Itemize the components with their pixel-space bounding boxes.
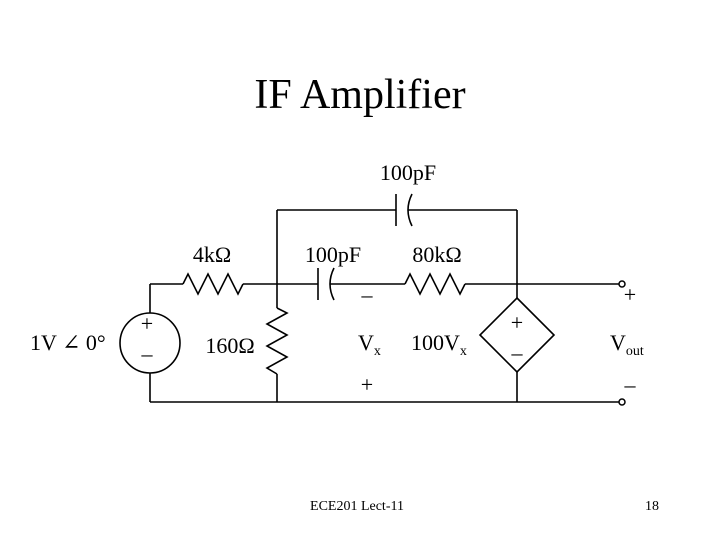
dependent-voltage-source (478, 296, 556, 374)
capacitor-feedback-100pf (395, 193, 413, 227)
source-plus-sign: + (141, 311, 153, 336)
capacitor-series-100pf (317, 267, 335, 301)
circuit-wires (149, 209, 620, 403)
dep-plus-sign: + (511, 310, 523, 335)
source-label: 1V ∠ 0° (30, 330, 106, 355)
vout-label: Vout (610, 330, 644, 359)
dependent-source-label: 100Vx (411, 330, 467, 359)
capacitor-feedback-label: 100pF (380, 160, 436, 185)
slide-title: IF Amplifier (254, 72, 465, 118)
page-number: 18 (645, 499, 659, 514)
resistor-80k (404, 272, 466, 296)
vx-plus-sign: + (361, 372, 373, 397)
resistor-80k-label: 80kΩ (412, 242, 461, 267)
out-plus-sign: + (624, 282, 636, 307)
source-minus-sign: – (141, 341, 154, 366)
dep-minus-sign: – (511, 340, 524, 365)
out-minus-sign: – (624, 372, 637, 397)
ac-voltage-source (119, 312, 181, 374)
footer-text: ECE201 Lect-11 (310, 499, 404, 514)
output-terminal-bottom (618, 398, 626, 406)
resistor-4k (182, 272, 244, 296)
vx-label: Vx (358, 330, 381, 359)
capacitor-series-label: 100pF (305, 242, 361, 267)
resistor-4k-label: 4kΩ (193, 242, 231, 267)
resistor-160-label: 160Ω (205, 333, 254, 358)
vx-minus-sign: – (361, 282, 374, 307)
resistor-160 (265, 307, 289, 375)
output-terminal-top (618, 280, 626, 288)
